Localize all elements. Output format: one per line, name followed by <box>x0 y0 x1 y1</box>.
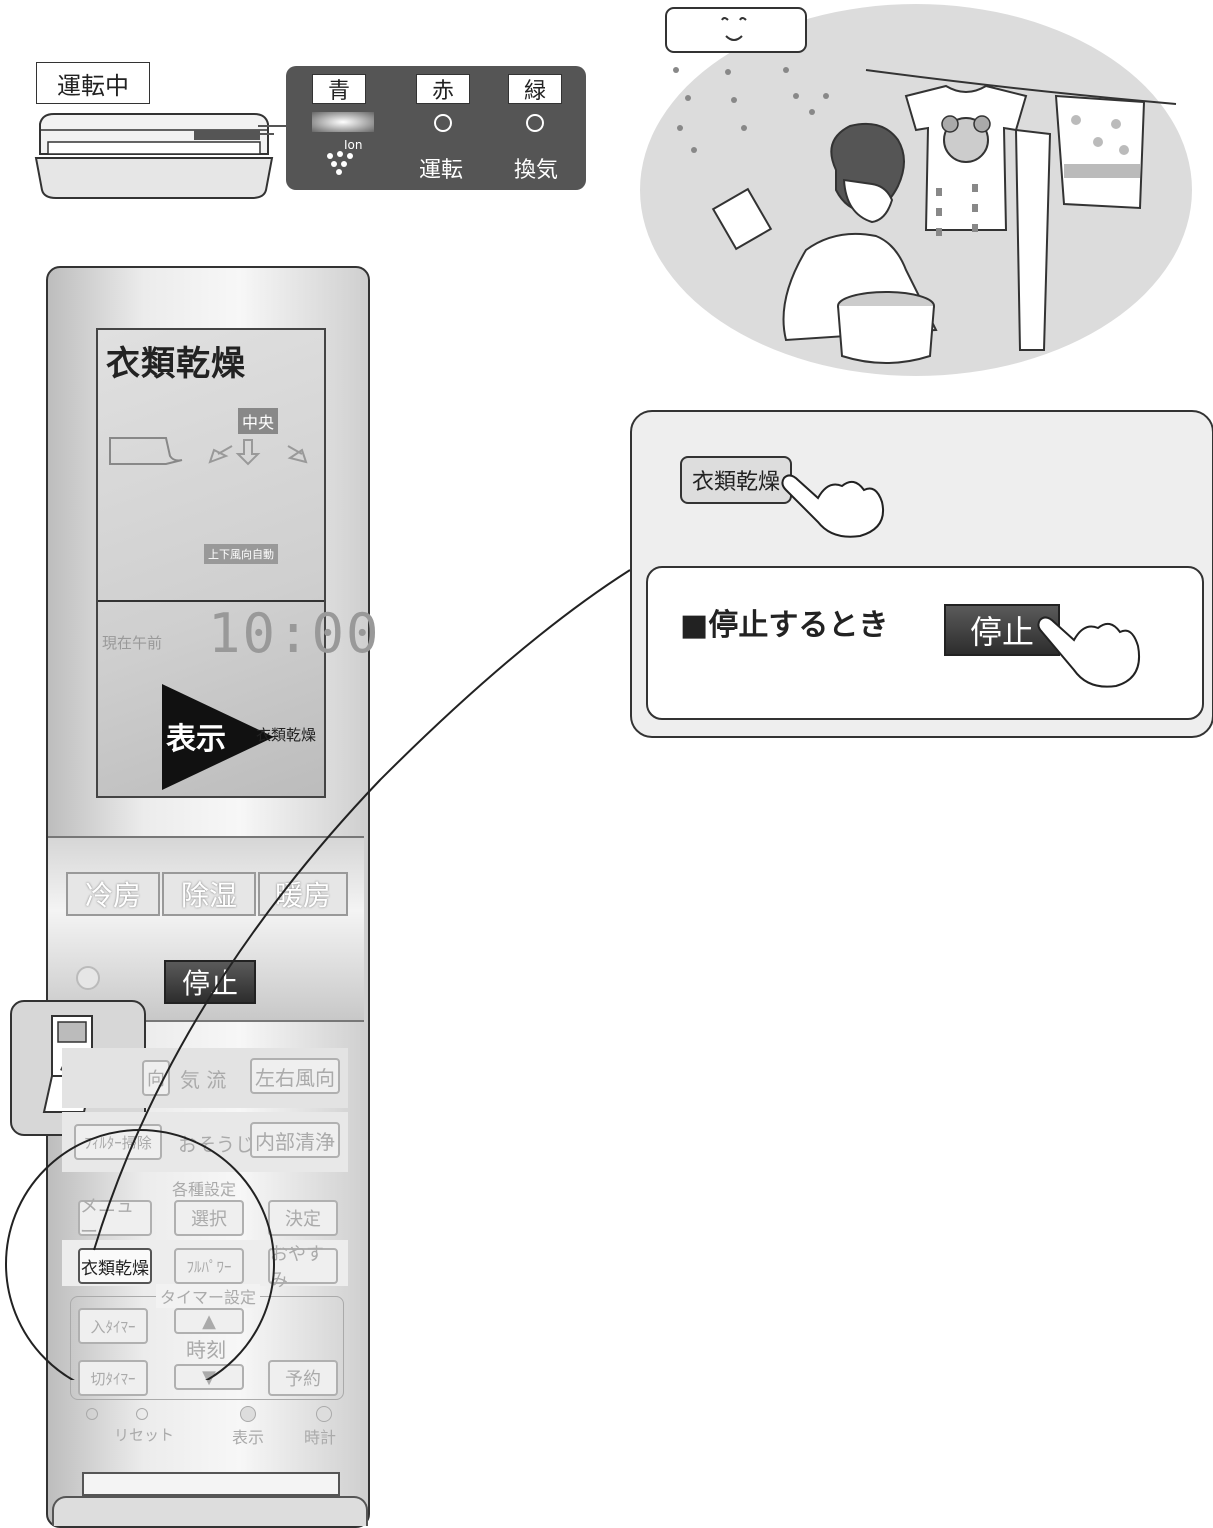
remote-hinge <box>82 1472 340 1496</box>
pressing-hand-icon-stop <box>1037 616 1140 688</box>
lamp-color-blue: 青 <box>312 74 366 104</box>
reserve-button[interactable]: 予約 <box>268 1360 338 1396</box>
callout-laundry-dry-button[interactable]: 衣類乾燥 <box>680 456 792 504</box>
display-callout-label: 表示 <box>166 722 226 757</box>
heat-button[interactable]: 暖房 <box>258 872 348 916</box>
lcd-time-prefix: 現在午前 <box>102 634 163 652</box>
green-lamp-circle <box>526 114 544 132</box>
laundry-drying-illustration <box>640 4 1192 376</box>
display-callout-arrow <box>162 684 274 790</box>
bottom-hole-1 <box>86 1408 98 1420</box>
sleep-button[interactable]: おやすみ <box>268 1244 338 1291</box>
lcd-display-mode: 衣類乾燥 <box>256 726 317 744</box>
lamp-name-ventilation: 換気 <box>513 158 558 183</box>
off-timer-button[interactable]: 切ﾀｲﾏｰ <box>78 1360 148 1396</box>
dehumidify-button[interactable]: 除湿 <box>162 872 256 916</box>
display-label: 表示 <box>232 1428 265 1447</box>
lamp-panel: 青 赤 緑 Ion 運転 換気 <box>286 66 586 190</box>
stop-heading: ■停止するとき <box>680 608 889 643</box>
lcd-direction-label: 中央 <box>238 408 279 434</box>
lcd-divider <box>98 600 324 602</box>
lcd-mode-title: 衣類乾燥 <box>106 344 246 384</box>
ion-superscript: Ion <box>344 138 363 152</box>
filter-clean-button[interactable]: ﾌｨﾙﾀｰ掃除 <box>74 1124 162 1160</box>
pressing-hand-icon <box>781 474 884 538</box>
lcd-airflow-icons <box>109 437 308 466</box>
zoom-callout-lines <box>5 569 631 1380</box>
indoor-unit-illustration <box>34 113 274 199</box>
menu-button[interactable]: メニュー <box>78 1196 152 1243</box>
cleaning-label: おそうじ <box>178 1134 255 1156</box>
confirm-button[interactable]: 決定 <box>268 1200 338 1236</box>
display-dot[interactable] <box>240 1406 256 1422</box>
clock-label: 時刻 <box>186 1338 226 1362</box>
lamp-color-green: 緑 <box>508 74 562 104</box>
select-button[interactable]: 選択 <box>174 1200 244 1236</box>
settings-title: 各種設定 <box>172 1180 237 1199</box>
lcd-time: 10:00 <box>208 602 381 665</box>
light-sensor-icon <box>76 966 100 990</box>
clock-down-button[interactable]: ▼ <box>174 1364 244 1390</box>
horizontal-direction-button[interactable]: 左右風向 <box>250 1058 340 1094</box>
reset-label: リセット <box>114 1426 175 1444</box>
internal-clean-button[interactable]: 内部清浄 <box>250 1122 340 1158</box>
clock-set-label: 時計 <box>304 1428 337 1447</box>
clock-dot[interactable] <box>316 1406 332 1422</box>
blue-lamp-glow <box>312 112 374 132</box>
lamp-color-red: 赤 <box>416 74 470 104</box>
full-power-button[interactable]: ﾌﾙﾊﾟﾜｰ <box>174 1248 244 1284</box>
remote-stop-button[interactable]: 停止 <box>164 960 256 1004</box>
cool-button[interactable]: 冷房 <box>66 872 160 916</box>
lcd-swing-label: 上下風向自動 <box>204 544 278 564</box>
clock-up-button[interactable]: ▲ <box>174 1308 244 1334</box>
lcd-screen: 衣類乾燥 中央 上下風向自動 現在午前 10:00 表示 衣類乾燥 <box>96 328 379 798</box>
remote-bottom-edge <box>52 1496 368 1526</box>
laundry-dry-button[interactable]: 衣類乾燥 <box>78 1248 152 1284</box>
operating-label: 運転中 <box>36 62 150 104</box>
vertical-direction-button[interactable]: 向 <box>142 1060 170 1096</box>
bottom-hole-2 <box>136 1408 148 1420</box>
airflow-label: 気 流 <box>180 1068 227 1092</box>
timer-title: タイマー設定 <box>156 1284 261 1308</box>
ion-icon <box>327 151 353 175</box>
on-timer-button[interactable]: 入ﾀｲﾏｰ <box>78 1308 148 1344</box>
lamp-name-operation: 運転 <box>418 158 463 183</box>
red-lamp-circle <box>434 114 452 132</box>
